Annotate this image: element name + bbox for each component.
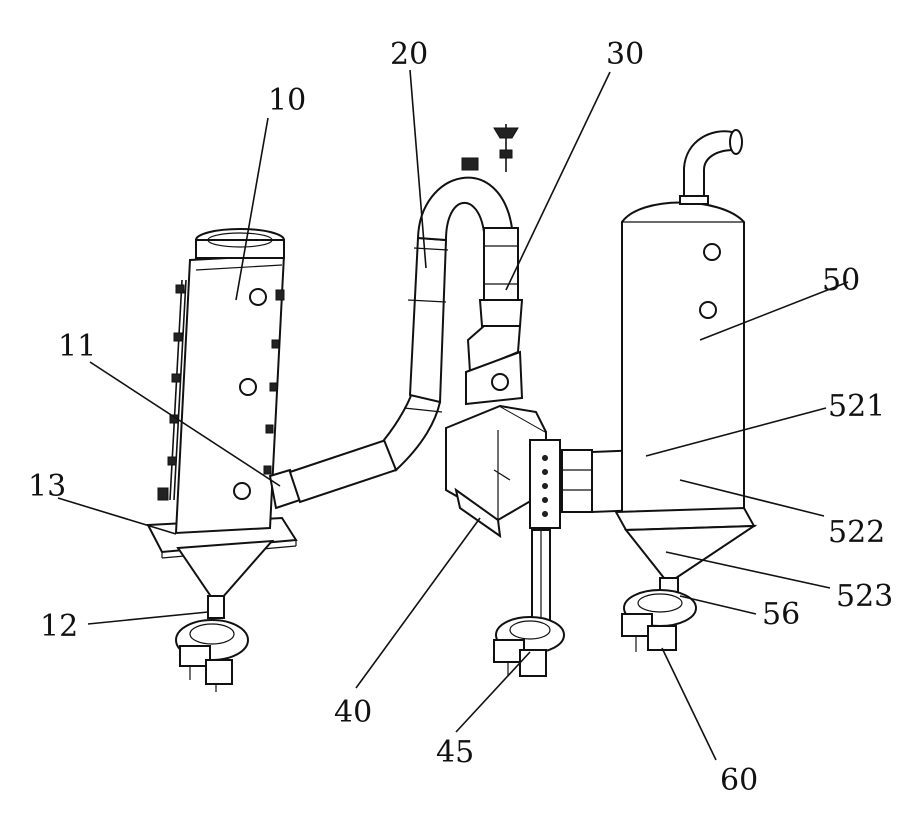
hopper-12 xyxy=(178,541,272,598)
label-522: 522 xyxy=(828,515,885,550)
label-13: 13 xyxy=(28,469,66,504)
label-12: 12 xyxy=(40,609,78,644)
tower-50 xyxy=(616,130,754,594)
label-30: 30 xyxy=(606,37,644,72)
label-50: 50 xyxy=(822,263,860,298)
label-56: 56 xyxy=(762,597,800,632)
label-20: 20 xyxy=(390,37,428,72)
label-11: 11 xyxy=(58,329,96,364)
label-10: 10 xyxy=(268,83,306,118)
label-40: 40 xyxy=(334,695,372,730)
box-40 xyxy=(446,406,560,620)
tower-10 xyxy=(148,229,300,692)
cyclone-30 xyxy=(462,124,522,404)
label-521: 521 xyxy=(828,389,885,424)
fan-60 xyxy=(622,590,696,652)
label-45: 45 xyxy=(436,735,474,770)
tower-body-10 xyxy=(176,255,284,533)
fan-45 xyxy=(494,617,564,676)
label-523: 523 xyxy=(836,579,893,614)
reference-numerals: 10 11 13 12 20 30 40 45 50 521 522 523 5… xyxy=(28,37,893,798)
fan-12 xyxy=(176,620,248,692)
hopper-523 xyxy=(626,526,754,578)
label-60: 60 xyxy=(720,763,758,798)
